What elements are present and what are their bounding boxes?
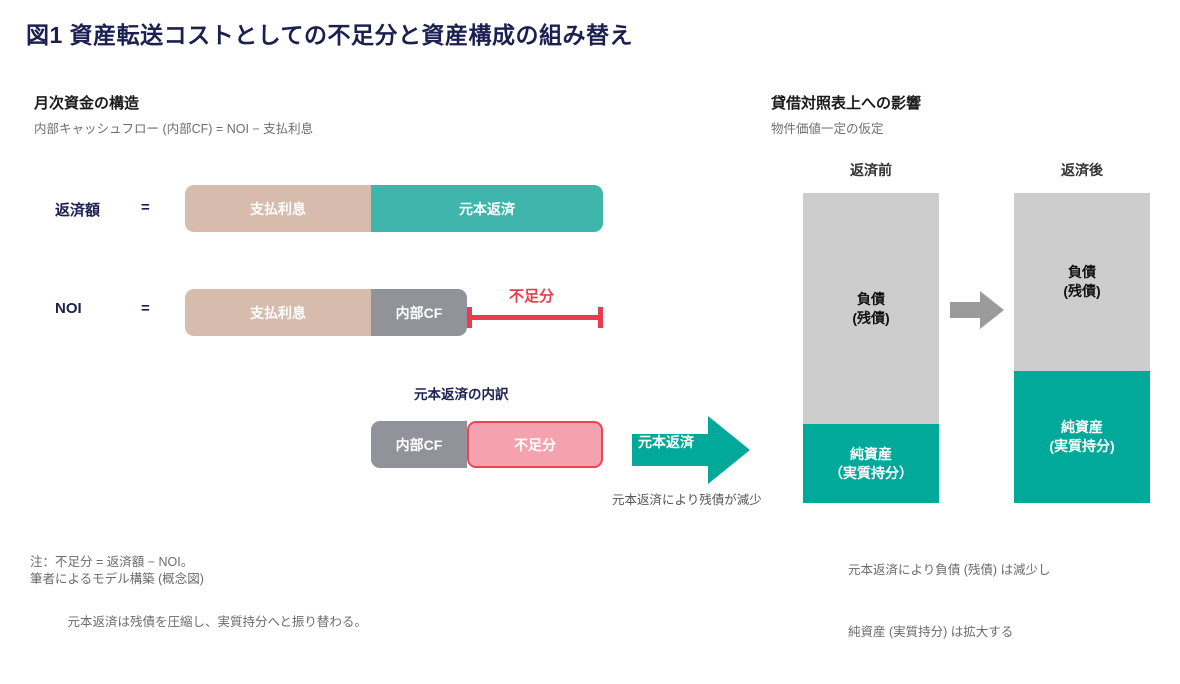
bar-segment-label: 不足分 bbox=[514, 436, 556, 453]
equity-label-line1: 純資産 bbox=[850, 445, 892, 462]
bar-segment-interest-repayment[interactable]: 支払利息 bbox=[185, 185, 371, 232]
principal-repayment-arrow-caption: 元本返済により残債が減少 bbox=[612, 493, 762, 507]
equity-block-after[interactable]: 純資産 (実質持分) bbox=[1014, 371, 1150, 503]
breakdown-segment-shortfall[interactable]: 不足分 bbox=[467, 421, 603, 468]
footnote-line2: 元本返済は残債を圧縮し、実質持分へと振り替わる。 bbox=[30, 615, 367, 629]
liability-label-line1: 負債 bbox=[856, 290, 885, 307]
bar-segment-label: 支払利息 bbox=[250, 200, 306, 217]
bar-segment-internal-cf-noi[interactable]: 内部CF bbox=[371, 289, 467, 336]
bar-segment-interest-noi[interactable]: 支払利息 bbox=[185, 289, 371, 336]
equity-label-line2: (実質持分) bbox=[1049, 438, 1115, 454]
balance-sheet-caption: 元本返済により負債 (残債) は減少し 純資産 (実質持分) は拡大する bbox=[848, 519, 1051, 684]
liability-label-before: 負債 (残債) bbox=[852, 290, 889, 328]
right-panel-subheading: 物件価値一定の仮定 bbox=[771, 122, 884, 136]
equity-label-line2: （実質持分） bbox=[829, 464, 913, 481]
equity-block-before[interactable]: 純資産 （実質持分） bbox=[803, 424, 939, 503]
principal-repayment-arrow bbox=[632, 416, 750, 484]
liability-label-line1: 負債 bbox=[1067, 264, 1096, 281]
bar-segment-label: 内部CF bbox=[395, 436, 443, 453]
equity-label-before: 純資産 （実質持分） bbox=[829, 445, 913, 483]
principal-repayment-arrow-label: 元本返済 bbox=[638, 434, 694, 450]
shortfall-bracket-label: 不足分 bbox=[509, 288, 555, 305]
equity-label-after: 純資産 (実質持分) bbox=[1049, 418, 1114, 456]
row-label-noi: NOI bbox=[55, 300, 82, 317]
footnote-note: 注：不足分 = 返済額 − NOI。 元本返済は残債を圧縮し、実質持分へと振り替… bbox=[30, 512, 367, 672]
balance-sheet-caption-line1: 元本返済により負債 (残債) は減少し bbox=[848, 563, 1051, 578]
right-panel-heading: 貸借対照表上への影響 bbox=[771, 95, 922, 112]
row-label-repayment: 返済額 bbox=[55, 202, 101, 219]
liability-label-after: 負債 (残債) bbox=[1063, 263, 1100, 301]
liability-label-line2: (残債) bbox=[852, 309, 890, 326]
breakdown-segment-internal-cf[interactable]: 内部CF bbox=[371, 421, 467, 468]
bar-segment-label: 内部CF bbox=[395, 304, 443, 321]
transition-arrow-icon bbox=[950, 291, 1004, 329]
shortfall-bracket-cap-right bbox=[598, 307, 603, 328]
left-panel-heading: 月次資金の構造 bbox=[34, 95, 140, 112]
bar-segment-label: 支払利息 bbox=[250, 304, 306, 321]
left-panel-subheading: 内部キャッシュフロー (内部CF) = NOI − 支払利息 bbox=[34, 122, 314, 136]
liability-label-line2: (残債) bbox=[1063, 283, 1101, 299]
equity-label-line1: 純資産 bbox=[1060, 419, 1103, 436]
footnote-source: 筆者によるモデル構築 (概念図) bbox=[30, 572, 204, 586]
equals-sign-noi: = bbox=[141, 300, 150, 317]
footnote-line1: 注：不足分 = 返済額 − NOI。 bbox=[30, 555, 194, 569]
column-header-before: 返済前 bbox=[850, 162, 892, 178]
figure-canvas: 図1 資産転送コストとしての不足分と資産構成の組み替え 月次資金の構造 内部キャ… bbox=[26, 22, 1150, 639]
figure-title: 図1 資産転送コストとしての不足分と資産構成の組み替え bbox=[26, 22, 633, 48]
equals-sign-repayment: = bbox=[141, 199, 150, 216]
shortfall-bracket-line bbox=[467, 315, 603, 320]
balance-sheet-caption-line2: 純資産 (実質持分) は拡大する bbox=[848, 625, 1014, 640]
breakdown-title: 元本返済の内訳 bbox=[414, 387, 509, 402]
liability-block-after[interactable]: 負債 (残債) bbox=[1014, 193, 1150, 371]
column-header-after: 返済後 bbox=[1061, 162, 1103, 178]
liability-block-before[interactable]: 負債 (残債) bbox=[803, 193, 939, 424]
bar-segment-principal-repayment[interactable]: 元本返済 bbox=[371, 185, 603, 232]
bar-segment-label: 元本返済 bbox=[459, 200, 515, 217]
